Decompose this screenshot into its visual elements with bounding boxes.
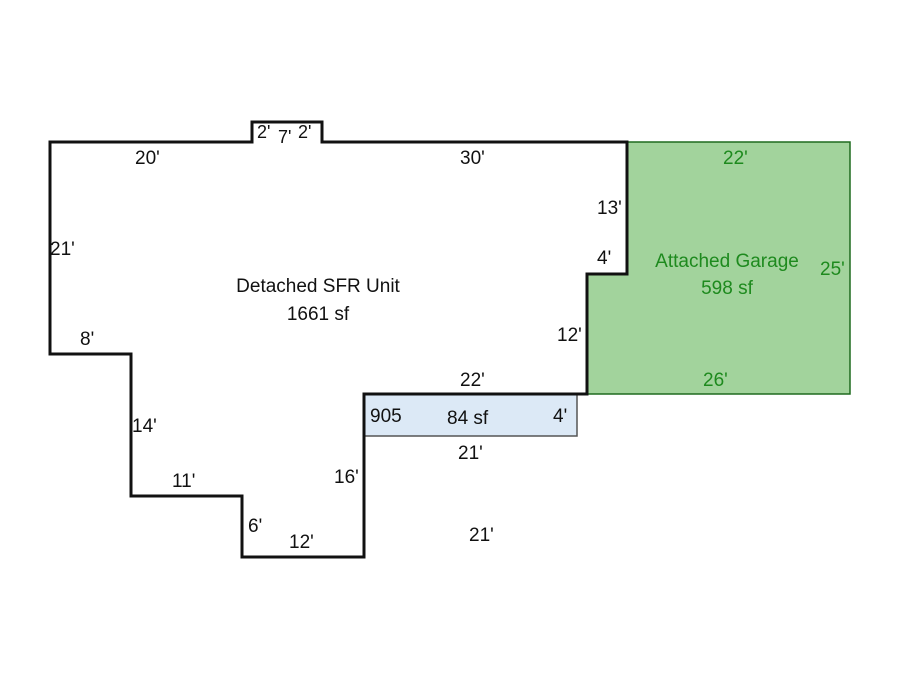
dim-top-left: 20' [135,148,160,169]
dim-bump-top: 7' [278,127,291,147]
dim-step-down: 6' [248,516,262,537]
dim-step-left: 8' [80,329,94,350]
dim-garage-bottom: 26' [703,370,728,391]
dim-left-lower: 14' [132,416,157,437]
dim-porch-bottom: 21' [458,443,483,464]
garage-name: Attached Garage [655,251,799,272]
dim-garage-top: 22' [723,148,748,169]
main-unit-name: Detached SFR Unit [236,276,400,297]
dim-bottom: 12' [289,532,314,553]
porch-area [363,393,578,437]
dim-right-upper: 13' [597,198,622,219]
dim-top-right: 30' [460,148,485,169]
dim-bump-right: 2' [298,122,311,142]
dim-bump-left: 2' [257,122,270,142]
dim-porch-right: 4' [553,406,567,427]
main-unit-outline [48,120,629,559]
dim-garage-right: 25' [820,259,845,280]
dim-right-lower: 12' [557,325,582,346]
dim-notch: 4' [597,248,611,269]
dim-inner-right: 16' [334,467,359,488]
garage-area-label: 598 sf [701,278,753,299]
dim-bottom-right: 22' [460,370,485,391]
dim-porch-below: 21' [469,525,494,546]
dim-left: 21' [50,239,75,260]
dim-bottom-left: 11' [172,471,195,492]
porch-area-label: 84 sf [447,408,489,429]
porch-code: 905 [370,406,402,427]
main-unit-area: 1661 sf [287,304,350,325]
